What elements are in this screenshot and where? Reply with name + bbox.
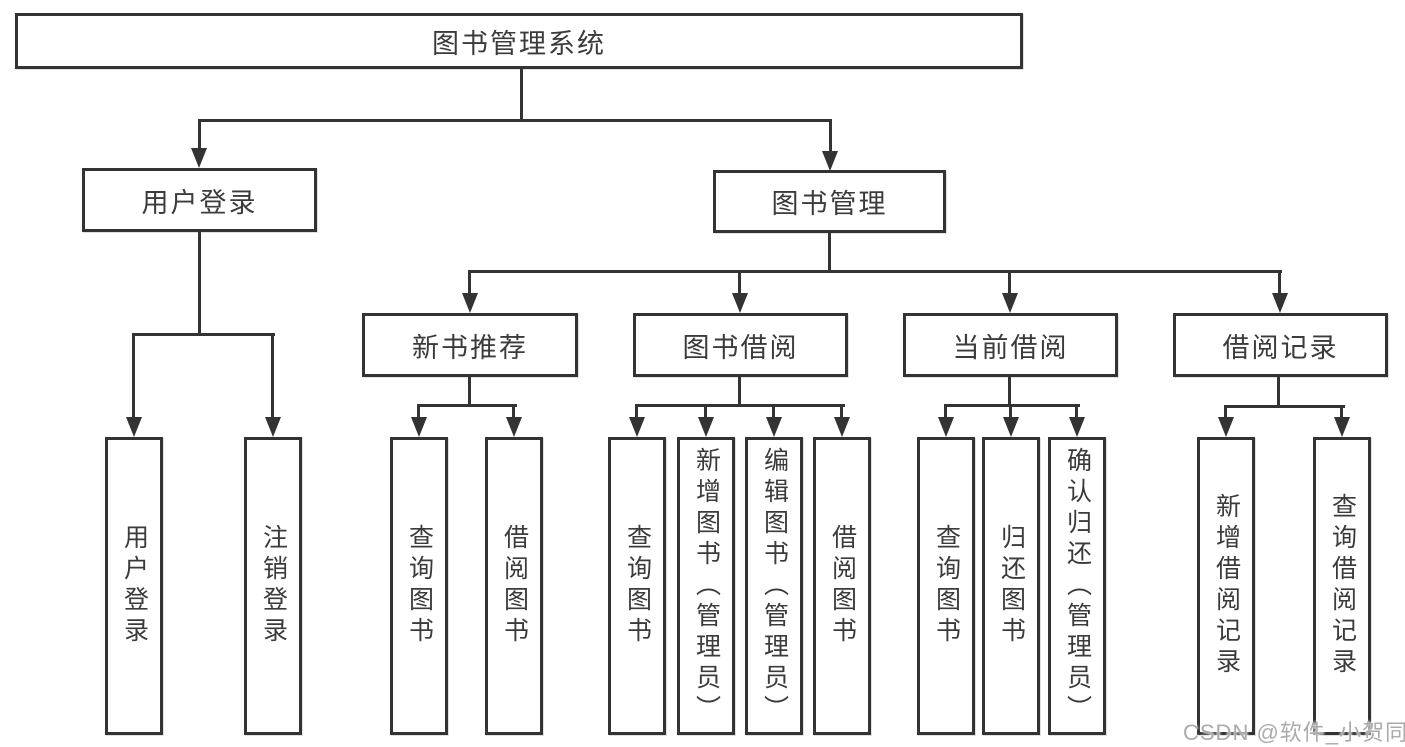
node-user-login: 用户登录 [82, 168, 317, 232]
leaf-return-book: 归还图书 [982, 437, 1040, 735]
leaf-query-book-recommend: 查询图书 [390, 437, 448, 735]
node-user-login-label: 用户登录 [141, 187, 258, 218]
leaf-return-book-label: 归还图书 [997, 524, 1026, 648]
node-borrow-record-label: 借阅记录 [1222, 332, 1339, 363]
connector-line [198, 119, 201, 152]
connector-line [198, 119, 832, 122]
node-book-borrow: 图书借阅 [633, 313, 848, 377]
arrowhead-down-icon [938, 417, 954, 437]
node-new-book-recommend: 新书推荐 [362, 313, 578, 377]
leaf-add-book-admin-label: 新增图书（管理员） [692, 446, 721, 726]
leaf-query-book-borrow: 查询图书 [608, 437, 666, 735]
connector-line [1224, 405, 1345, 408]
arrowhead-down-icon [766, 417, 782, 437]
connector-line [198, 232, 201, 336]
node-root-system: 图书管理系统 [15, 13, 1023, 69]
leaf-query-book-recommend-label: 查询图书 [405, 524, 434, 648]
connector-line [1224, 405, 1227, 419]
leaf-borrow-book-label: 借阅图书 [828, 524, 857, 648]
connector-line [512, 404, 515, 419]
connector-line [738, 270, 741, 295]
arrowhead-down-icon [1218, 417, 1234, 437]
arrowhead-down-icon [732, 293, 748, 313]
connector-line [417, 404, 420, 419]
csdn-watermark: CSDN @软件_小贺同学 [1183, 720, 1405, 745]
leaf-edit-book-admin-label: 编辑图书（管理员） [760, 446, 789, 726]
connector-line [1075, 404, 1078, 419]
arrowhead-down-icon [834, 417, 850, 437]
arrowhead-down-icon [1334, 417, 1350, 437]
connector-line [132, 333, 135, 419]
connector-line [468, 270, 471, 295]
arrowhead-down-icon [698, 417, 714, 437]
node-book-borrow-label: 图书借阅 [682, 332, 799, 363]
arrowhead-down-icon [126, 417, 142, 437]
arrowhead-down-icon [462, 293, 478, 313]
arrowhead-down-icon [191, 148, 207, 168]
arrowhead-down-icon [1002, 293, 1018, 313]
node-book-management-label: 图书管理 [771, 189, 888, 219]
connector-line [132, 333, 275, 336]
node-current-borrow: 当前借阅 [903, 313, 1118, 377]
connector-line [772, 404, 775, 419]
connector-line [520, 69, 523, 121]
connector-line [738, 377, 741, 407]
arrowhead-down-icon [411, 417, 427, 437]
connector-line [1277, 377, 1280, 408]
connector-line [1278, 270, 1281, 295]
leaf-borrow-book: 借阅图书 [813, 437, 871, 735]
connector-line [417, 404, 517, 407]
leaf-query-borrow-record: 查询借阅记录 [1313, 437, 1371, 735]
leaf-user-login: 用户登录 [105, 437, 163, 735]
leaf-add-book-admin: 新增图书（管理员） [677, 437, 735, 735]
connector-line [635, 404, 638, 419]
arrowhead-down-icon [822, 151, 838, 171]
connector-line [1340, 405, 1343, 419]
connector-line [828, 233, 831, 272]
connector-line [468, 377, 471, 407]
leaf-user-login-label: 用户登录 [120, 524, 149, 648]
leaf-logout-login-label: 注销登录 [259, 524, 288, 648]
leaf-add-borrow-record-label: 新增借阅记录 [1212, 493, 1241, 679]
connector-line [271, 333, 274, 419]
arrowhead-down-icon [629, 417, 645, 437]
arrowhead-down-icon [1003, 417, 1019, 437]
connector-line [635, 404, 845, 407]
leaf-confirm-return-admin: 确认归还（管理员） [1048, 437, 1106, 735]
connector-line [944, 404, 1080, 407]
leaf-borrow-book-recommend-label: 借阅图书 [500, 524, 529, 648]
connector-line [468, 270, 1282, 273]
leaf-query-book-current: 查询图书 [917, 437, 975, 735]
node-book-management: 图书管理 [713, 170, 946, 233]
node-current-borrow-label: 当前借阅 [952, 332, 1069, 363]
connector-line [829, 119, 832, 154]
leaf-borrow-book-recommend: 借阅图书 [485, 437, 543, 735]
connector-line [1009, 404, 1012, 419]
arrowhead-down-icon [1272, 293, 1288, 313]
connector-line [840, 404, 843, 419]
leaf-query-book-current-label: 查询图书 [932, 524, 961, 648]
node-borrow-record: 借阅记录 [1173, 313, 1388, 377]
leaf-confirm-return-admin-label: 确认归还（管理员） [1063, 446, 1092, 726]
connector-line [1008, 377, 1011, 407]
leaf-logout-login: 注销登录 [244, 437, 302, 735]
node-root-label: 图书管理系统 [432, 28, 606, 59]
arrowhead-down-icon [1069, 417, 1085, 437]
connector-line [1008, 270, 1011, 295]
leaf-edit-book-admin: 编辑图书（管理员） [745, 437, 803, 735]
connector-line [944, 404, 947, 419]
leaf-add-borrow-record: 新增借阅记录 [1197, 437, 1255, 735]
arrowhead-down-icon [265, 417, 281, 437]
leaf-query-borrow-record-label: 查询借阅记录 [1328, 493, 1357, 679]
node-new-book-recommend-label: 新书推荐 [412, 332, 528, 363]
arrowhead-down-icon [506, 417, 522, 437]
leaf-query-book-borrow-label: 查询图书 [623, 524, 652, 648]
connector-line [704, 404, 707, 419]
